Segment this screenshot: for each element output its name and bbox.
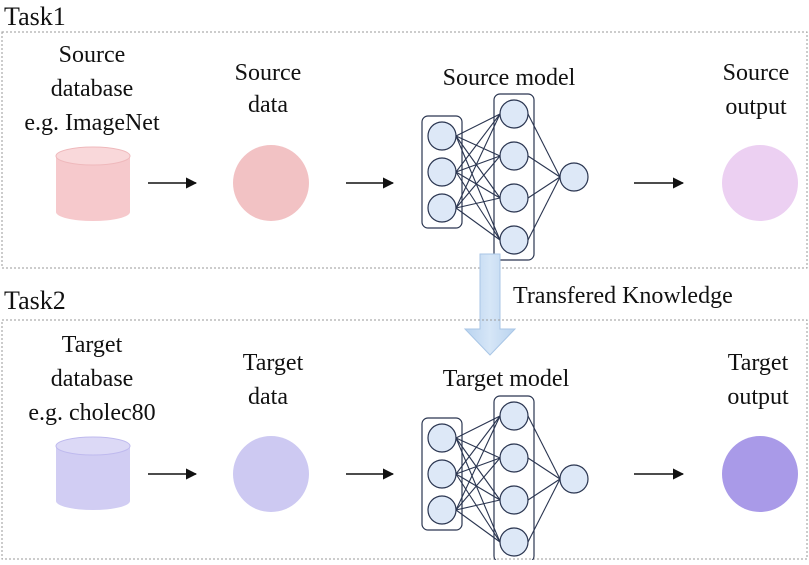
source-model-connection-0-0-2: [455, 135, 501, 199]
source-data-circle: [233, 145, 309, 221]
source-model-connection-0-2-0: [455, 113, 501, 209]
target-model-connection-0-0-2: [455, 437, 501, 501]
source-model-connection-0-0-1: [455, 135, 501, 157]
target-model-connection-0-0-3: [455, 437, 501, 543]
source-model-connection-1-1-0: [527, 155, 561, 178]
source-output-circle: [722, 145, 798, 221]
target-model-node-1-2: [499, 485, 529, 515]
target-model-node-0-1: [427, 459, 457, 489]
source-database-line-1: Source: [59, 42, 126, 68]
source-output-label: Source output: [723, 60, 790, 120]
target-model-connection-0-0-1: [455, 437, 501, 459]
target-model-connection-0-1-2: [455, 473, 501, 501]
target-model-connection-0-2-2: [455, 499, 501, 511]
source-model-connection-0-2-2: [455, 197, 501, 209]
source-model-connection-0-1-3: [455, 171, 501, 241]
target-database-line-2: database: [51, 366, 134, 392]
source-data-line-1: Source: [235, 60, 302, 86]
task1-title: Task1: [4, 2, 66, 31]
source-model-connection-0-2-1: [455, 155, 501, 209]
target-model-connection-1-0-0: [527, 415, 561, 480]
target-output-circle: [722, 436, 798, 512]
source-model-layer-frame-0: [421, 115, 463, 229]
source-model-connection-1-2-0: [527, 176, 561, 199]
source-model-node-0-2: [427, 193, 457, 223]
source-model-connection-0-0-0: [455, 113, 501, 137]
source-model-connection-0-2-3: [455, 207, 501, 241]
target-model-connection-0-2-0: [455, 415, 501, 511]
target-model-connection-0-2-3: [455, 509, 501, 543]
source-model-layer-frame-1: [493, 93, 535, 261]
target-model-layer-frame-0: [421, 417, 463, 531]
target-data-line-1: Target: [243, 350, 304, 376]
target-model-connection-0-1-1: [455, 457, 501, 475]
target-output-line-2: output: [727, 384, 789, 410]
target-model-node-0-0: [427, 423, 457, 453]
target-database-line-1: Target: [62, 332, 123, 358]
target-output-label: Target output: [727, 350, 789, 410]
target-database-line-3: e.g. cholec80: [28, 400, 155, 426]
target-model-node-1-3: [499, 527, 529, 557]
target-model-connection-0-1-3: [455, 473, 501, 543]
source-data-label: Source data: [235, 60, 302, 118]
target-model-connection-0-2-1: [455, 457, 501, 511]
source-database-label: Source database e.g. ImageNet: [24, 42, 160, 136]
target-database-icon: [55, 436, 131, 510]
target-database-label: Target database e.g. cholec80: [28, 332, 155, 426]
target-model-connection-0-1-0: [455, 415, 501, 475]
source-model-node-1-1: [499, 141, 529, 171]
source-output-line-2: output: [725, 94, 787, 120]
target-data-line-2: data: [248, 384, 288, 410]
target-model-connection-0-0-0: [455, 415, 501, 439]
source-model-node-1-2: [499, 183, 529, 213]
source-database-line-3: e.g. ImageNet: [24, 110, 160, 136]
target-model-node-1-0: [499, 401, 529, 431]
source-database-line-2: database: [51, 76, 134, 102]
source-data-line-2: data: [248, 92, 288, 118]
transfer-label: Transfered Knowledge: [513, 283, 733, 309]
source-model-node-0-0: [427, 121, 457, 151]
target-model-label: Target model: [443, 366, 570, 392]
transfer-arrow: [463, 253, 517, 356]
target-model-connection-1-3-0: [527, 478, 561, 543]
source-model-connection-0-1-2: [455, 171, 501, 199]
target-model-node-2-0: [559, 464, 589, 494]
target-model-connection-1-1-0: [527, 457, 561, 480]
target-model-connection-1-2-0: [527, 478, 561, 501]
target-model-node-1-1: [499, 443, 529, 473]
source-model-node-2-0: [559, 162, 589, 192]
source-model-connection-1-0-0: [527, 113, 561, 178]
source-model-network: [421, 93, 589, 261]
source-model-label: Source model: [443, 65, 576, 91]
source-model-node-1-3: [499, 225, 529, 255]
source-output-line-1: Source: [723, 60, 790, 86]
target-output-line-1: Target: [728, 350, 789, 376]
source-model-node-0-1: [427, 157, 457, 187]
source-database-icon: [55, 146, 131, 221]
target-model-network: [421, 395, 589, 563]
task1-frame: [1, 31, 808, 269]
source-model-connection-1-3-0: [527, 176, 561, 241]
target-data-label: Target data: [243, 350, 304, 410]
task2-title: Task2: [4, 286, 66, 315]
target-data-circle: [233, 436, 309, 512]
source-model-connection-0-1-1: [455, 155, 501, 173]
source-model-node-1-0: [499, 99, 529, 129]
target-model-node-0-2: [427, 495, 457, 525]
task2-frame: [1, 319, 808, 560]
source-model-connection-0-0-3: [455, 135, 501, 241]
source-model-connection-0-1-0: [455, 113, 501, 173]
